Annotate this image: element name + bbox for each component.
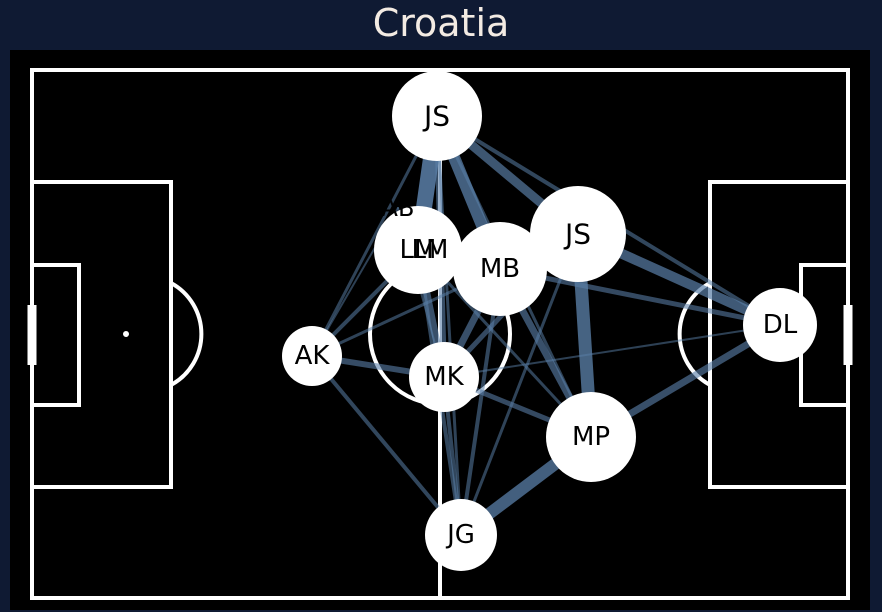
player-node-ak: [282, 326, 342, 386]
player-node-js: [392, 71, 482, 161]
player-node-mp: [546, 392, 636, 482]
player-label-js: JS: [422, 100, 450, 133]
player-label-js: JS: [563, 218, 591, 251]
player-label-ak: AK: [295, 341, 331, 371]
left-penalty-spot: [123, 331, 129, 337]
player-node-jg: [425, 499, 497, 571]
player-node-dl: [743, 288, 817, 362]
player-node-lm: [374, 206, 462, 294]
player-node-mk: [409, 342, 479, 412]
player-label-ab: AB: [382, 194, 415, 222]
player-label-jg: JG: [445, 520, 475, 550]
pass-edge: [310, 114, 439, 358]
left-penalty-arc: [170, 281, 204, 387]
player-label-mk: MK: [424, 362, 464, 392]
player-label-mb: MB: [480, 254, 520, 284]
pass-edge: [443, 324, 781, 378]
pass-edge: [310, 354, 463, 537]
player-label-lm: LM: [412, 235, 449, 265]
chart-title: Croatia: [372, 1, 510, 45]
pass-edge: [459, 232, 580, 537]
player-label-mp: MP: [572, 422, 610, 452]
player-node-js: [530, 186, 626, 282]
player-label-lm: LM: [400, 235, 437, 265]
pass-edge: [497, 266, 783, 328]
player-node-mb: [453, 222, 547, 316]
player-label-dl: DL: [763, 310, 798, 340]
pass-edge: [435, 114, 463, 537]
